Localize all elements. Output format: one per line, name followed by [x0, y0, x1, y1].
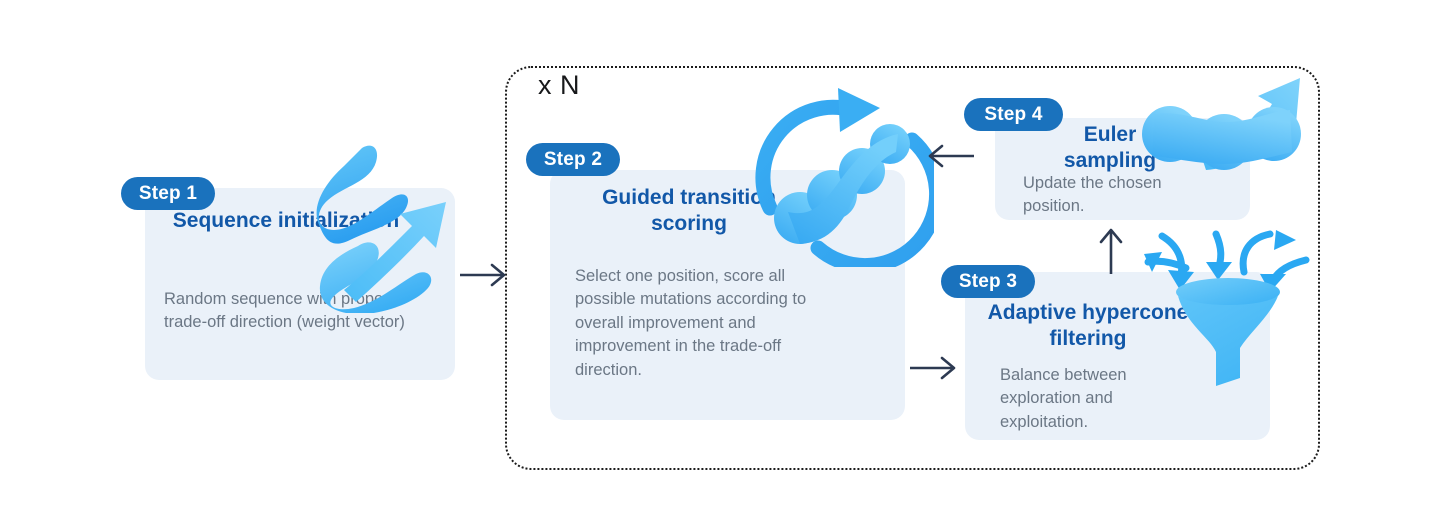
- step-2-body: Select one position, score all possible …: [575, 267, 807, 379]
- step-4-badge: Step 4: [964, 98, 1063, 131]
- step-1-body: Random sequence with property trade-off …: [164, 290, 405, 332]
- loop-container: [505, 66, 1320, 470]
- arrow-up-icon: [1099, 228, 1123, 274]
- step-card-1: Sequence initialization Random sequence …: [145, 188, 455, 380]
- step-1-title: Sequence initialization: [172, 209, 400, 232]
- step-3-title: Adaptive hypercone filtering: [987, 301, 1189, 350]
- loop-repeat-label: x N: [538, 70, 580, 100]
- step-2-title: Guided transition scoring: [602, 186, 776, 235]
- step-3-badge: Step 3: [941, 265, 1035, 298]
- arrow-left-icon: [928, 144, 974, 168]
- step-4-title: Euler sampling: [1063, 123, 1157, 172]
- arrow-right-icon: [910, 356, 956, 380]
- step-2-badge: Step 2: [526, 143, 620, 176]
- step-card-2: Guided transition scoring Select one pos…: [550, 170, 905, 420]
- step-card-4: Euler sampling Update the chosen positio…: [995, 118, 1250, 220]
- step-4-body: Update the chosen position.: [1023, 174, 1162, 216]
- arrow-right-icon: [460, 263, 506, 287]
- step-3-body: Balance between exploration and exploita…: [1000, 366, 1127, 431]
- step-1-badge: Step 1: [121, 177, 215, 210]
